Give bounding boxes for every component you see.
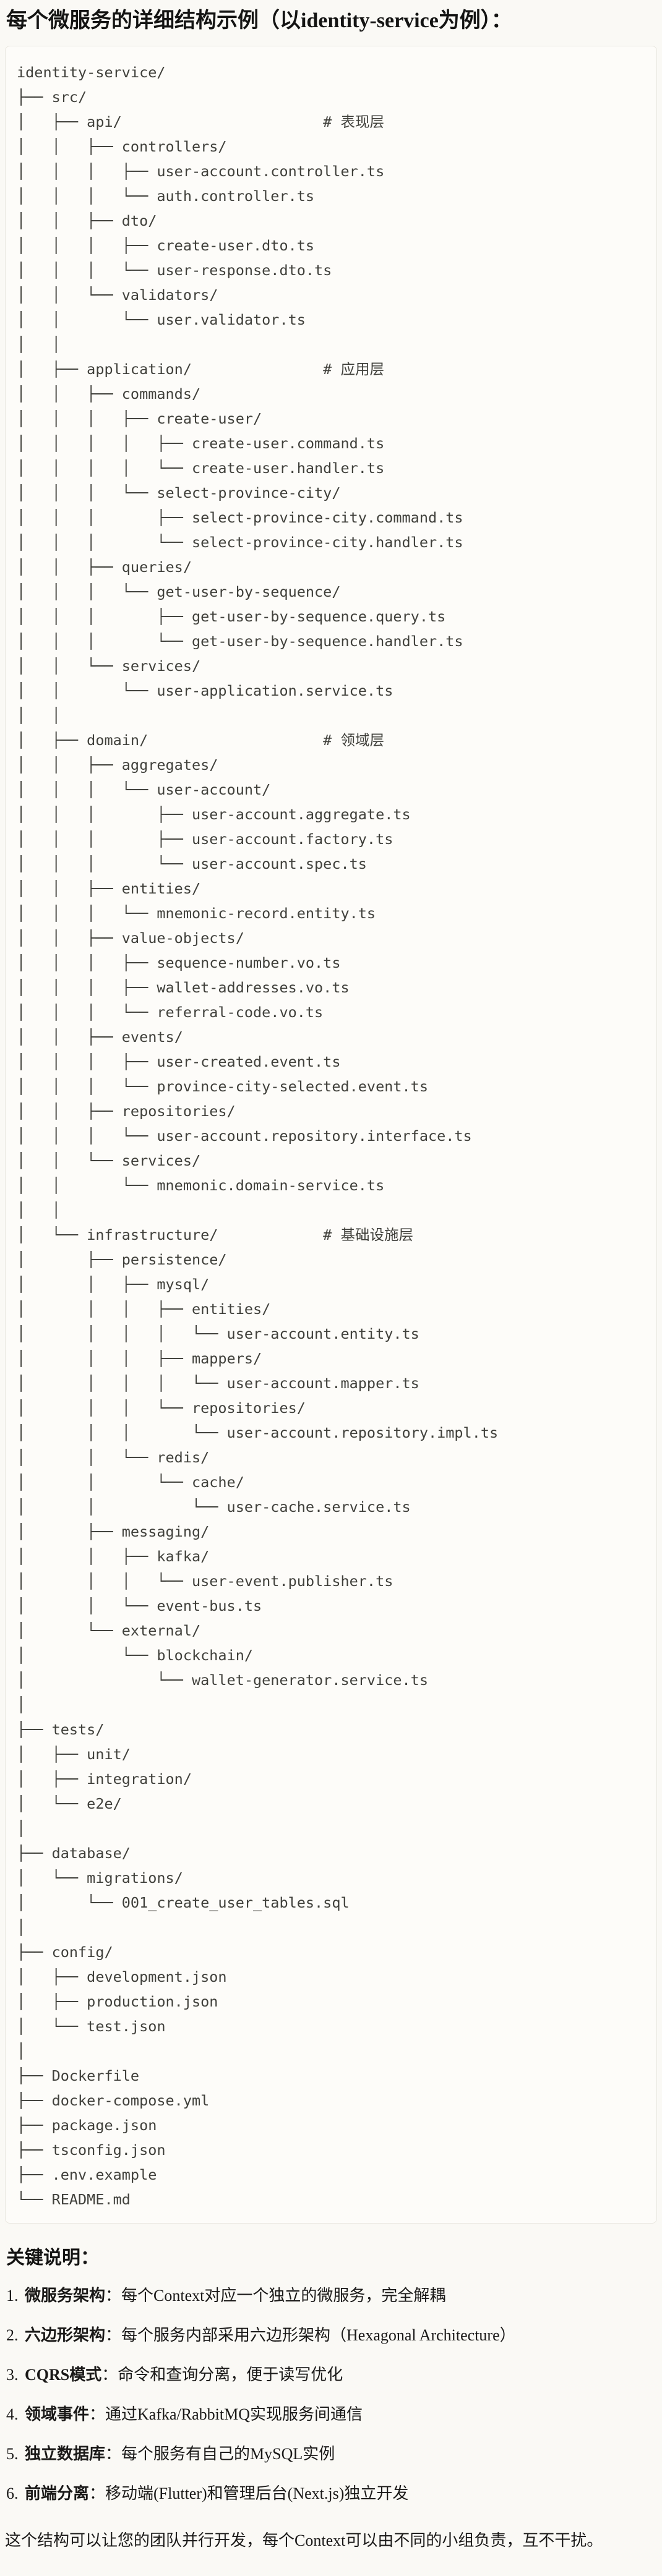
note-label: 前端分离: [25, 2484, 90, 2502]
note-number: 4.: [6, 2405, 19, 2423]
note-label: 领域事件: [25, 2405, 90, 2423]
note-text: ：命令和查询分离，便于读写优化: [101, 2366, 343, 2384]
closing-paragraph: 这个结构可以让您的团队并行开发，每个Context可以由不同的小组负责，互不干扰…: [5, 2531, 603, 2549]
page-title: 每个微服务的详细结构示例（以identity-service为例）：: [6, 9, 512, 32]
note-text: ：每个服务内部采用六边形架构（Hexagonal Architecture）: [105, 2326, 516, 2344]
note-number: 1.: [6, 2287, 19, 2305]
note-text: ：通过Kafka/RabbitMQ实现服务间通信: [89, 2405, 363, 2423]
note-number: 6.: [6, 2484, 19, 2502]
note-number: 3.: [6, 2366, 19, 2384]
note-item: 6. 前端分离：移动端(Flutter)和管理后台(Next.js)独立开发: [6, 2484, 657, 2503]
note-label: 微服务架构: [25, 2287, 106, 2305]
note-text: ：移动端(Flutter)和管理后台(Next.js)独立开发: [89, 2484, 409, 2502]
note-item: 4. 领域事件：通过Kafka/RabbitMQ实现服务间通信: [6, 2405, 657, 2424]
note-item: 3. CQRS模式：命令和查询分离，便于读写优化: [6, 2366, 657, 2384]
note-item: 1. 微服务架构：每个Context对应一个独立的微服务，完全解耦: [6, 2287, 657, 2305]
note-label: 六边形架构: [25, 2326, 106, 2344]
note-item: 2. 六边形架构：每个服务内部采用六边形架构（Hexagonal Archite…: [6, 2326, 657, 2345]
note-text: ：每个Context对应一个独立的微服务，完全解耦: [105, 2287, 446, 2305]
directory-tree: identity-service/ ├── src/ │ ├── api/ # …: [17, 64, 499, 2208]
notes-heading: 关键说明：: [6, 2248, 99, 2268]
note-item: 5. 独立数据库：每个服务有自己的MySQL实例: [6, 2445, 657, 2463]
note-label: CQRS模式: [25, 2366, 102, 2384]
notes-list: 1. 微服务架构：每个Context对应一个独立的微服务，完全解耦 2. 六边形架…: [5, 2287, 657, 2503]
note-number: 5.: [6, 2445, 19, 2463]
note-number: 2.: [6, 2326, 19, 2344]
note-text: ：每个服务有自己的MySQL实例: [105, 2445, 335, 2463]
note-label: 独立数据库: [25, 2445, 106, 2463]
code-block: identity-service/ ├── src/ │ ├── api/ # …: [5, 46, 657, 2224]
